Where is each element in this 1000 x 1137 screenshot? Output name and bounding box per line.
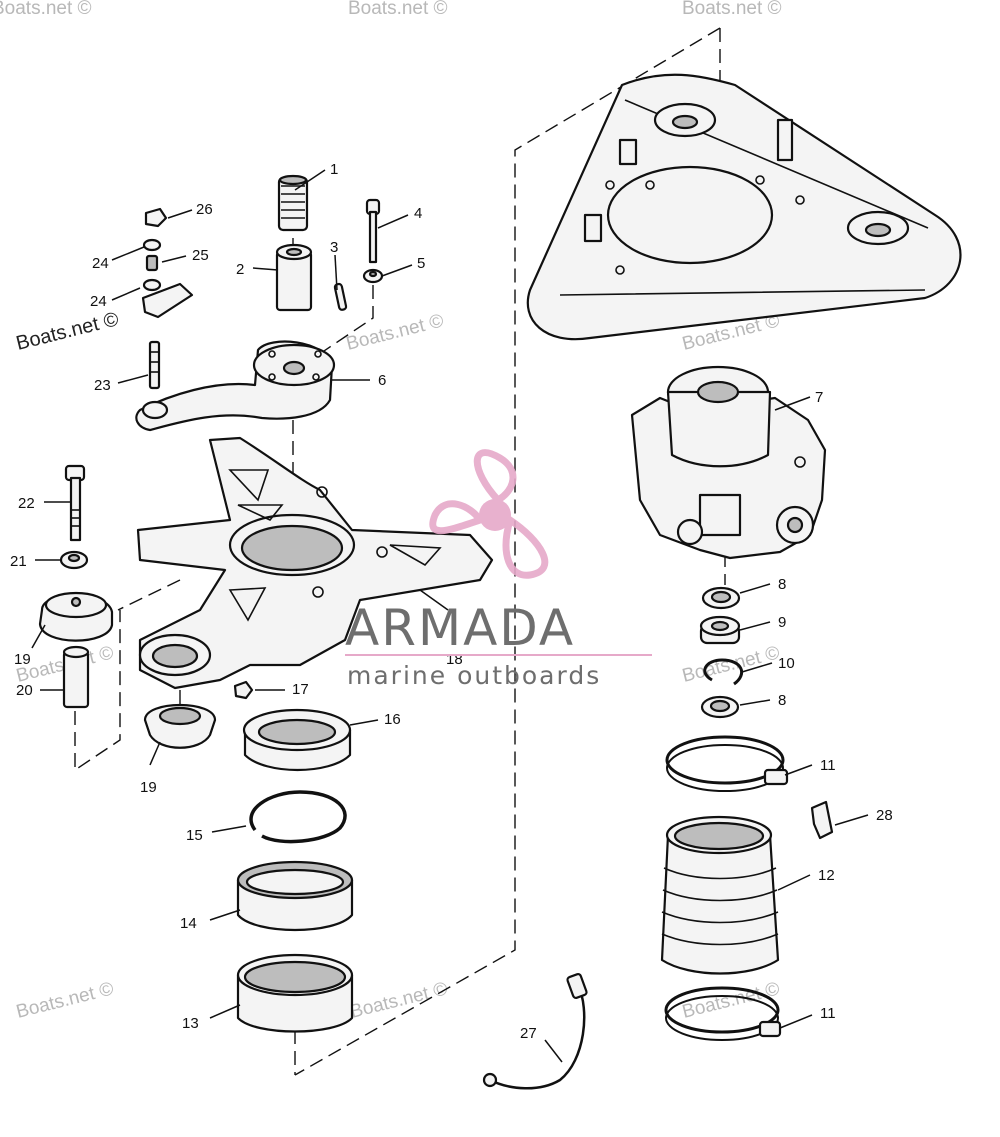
part-19-mount — [143, 704, 217, 749]
part-6-steering-arm — [135, 340, 336, 432]
callout-15: 15 — [186, 827, 203, 844]
callout-9: 9 — [778, 614, 786, 631]
callout-25: 25 — [192, 247, 209, 264]
part-28-clip — [810, 800, 834, 840]
callout-12: 12 — [818, 867, 835, 884]
callout-2: 2 — [236, 261, 244, 278]
callout-6: 6 — [378, 372, 386, 389]
part-22-bolt — [64, 464, 86, 542]
callout-14: 14 — [180, 915, 197, 932]
part-17-nut — [233, 680, 254, 700]
part-15-retaining-ring — [249, 790, 347, 844]
callout-20: 20 — [16, 682, 33, 699]
part-2-bushing — [275, 243, 313, 312]
watermark-text: Boats.net © — [680, 978, 782, 1022]
callout-3: 3 — [330, 239, 338, 256]
part-19-mount — [38, 591, 114, 642]
part-18-swivel-bracket — [136, 436, 494, 690]
propeller-icon — [429, 449, 549, 579]
part-1-threaded-insert — [277, 174, 309, 232]
callout-8: 8 — [778, 692, 786, 709]
callout-26: 26 — [196, 201, 213, 218]
part-7-swivel-housing — [630, 365, 827, 560]
callout-labels: 1 2 3 4 5 6 7 8 9 10 8 11 12 11 28 27 13… — [10, 161, 893, 1042]
watermark-text: Boats.net © — [344, 310, 446, 354]
part-9-bearing — [699, 615, 741, 645]
part-14-bearing — [236, 860, 354, 932]
callout-11: 11 — [820, 1005, 836, 1022]
callout-17: 17 — [292, 681, 309, 698]
part-16-seal — [242, 708, 352, 772]
callout-5: 5 — [417, 255, 425, 272]
callout-22: 22 — [18, 495, 35, 512]
part-24-washer — [142, 238, 162, 252]
part-8-seal — [700, 695, 740, 719]
part-25-spring — [145, 254, 159, 272]
part-13-sleeve — [236, 953, 354, 1033]
callout-13: 13 — [182, 1015, 199, 1032]
watermark-text: Boats.net © — [348, 978, 450, 1022]
watermark-text: Boats.net © — [14, 978, 116, 1022]
part-5-washer — [362, 268, 384, 284]
watermark-text: Boats.net © — [682, 0, 782, 19]
callout-8: 8 — [778, 576, 786, 593]
callout-1: 1 — [330, 161, 338, 178]
callout-11: 11 — [820, 757, 836, 774]
part-27-ground-wire — [482, 973, 588, 1090]
watermark-text: Boats.net © — [14, 308, 121, 355]
part-23-stud — [148, 340, 161, 390]
callout-19: 19 — [14, 651, 31, 668]
callout-7: 7 — [815, 389, 823, 406]
watermark-text: Boats.net © — [0, 0, 92, 19]
part-24-washer — [142, 278, 162, 292]
ball-joint — [141, 282, 194, 319]
callout-21: 21 — [10, 553, 27, 570]
brand-logo: ARMADA marine outboards — [345, 449, 652, 690]
part-10-snap-ring — [703, 658, 744, 686]
part-26-nut — [144, 207, 168, 228]
part-12-bellows — [660, 815, 780, 975]
callout-23: 23 — [94, 377, 111, 394]
part-20-spacer — [62, 645, 90, 709]
callout-19: 19 — [140, 779, 157, 796]
callout-27: 27 — [520, 1025, 537, 1042]
watermark-text: Boats.net © — [348, 0, 448, 19]
part-21-washer — [59, 550, 89, 570]
callout-4: 4 — [414, 205, 422, 222]
part-8-seal — [701, 586, 741, 610]
part-11-clamp — [664, 986, 782, 1041]
part-3-pin — [333, 282, 348, 311]
gimbal-housing — [526, 73, 962, 341]
callout-10: 10 — [778, 655, 795, 672]
callout-leaders — [31, 169, 869, 1063]
part-4-bolt — [365, 198, 381, 264]
part-11-clamp — [665, 735, 789, 792]
callout-24: 24 — [92, 255, 109, 272]
callout-16: 16 — [384, 711, 401, 728]
brand-name: ARMADA — [345, 599, 575, 657]
callout-24: 24 — [90, 293, 107, 310]
callout-28: 28 — [876, 807, 893, 824]
brand-tagline: marine outboards — [347, 661, 601, 690]
